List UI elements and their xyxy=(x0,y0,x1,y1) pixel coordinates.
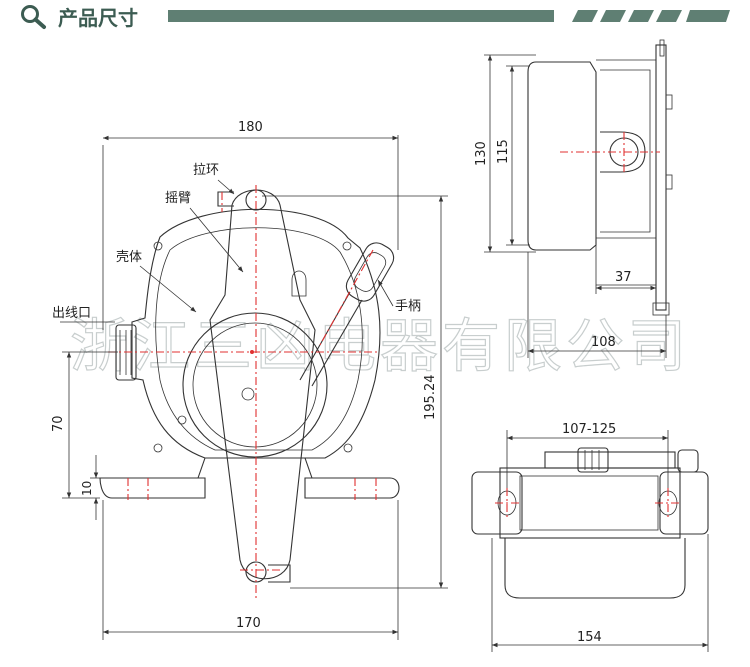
dim-side-depth: 108 xyxy=(591,335,616,350)
left-foot xyxy=(99,477,206,499)
search-icon xyxy=(21,5,46,29)
dim-side-height-inner: 115 xyxy=(496,139,511,164)
dim-height: 195.24 xyxy=(423,375,438,421)
main-disc xyxy=(182,312,328,458)
section-header: 产品尺寸 xyxy=(21,5,730,30)
header-bar-stripes xyxy=(572,10,730,22)
label-handle: 手柄 xyxy=(395,299,421,314)
pull-ring xyxy=(217,191,234,207)
dim-top-width-154: 154 xyxy=(577,630,602,645)
dim-side-height-outer: 130 xyxy=(474,141,489,166)
top-body xyxy=(499,467,681,539)
section-title: 产品尺寸 xyxy=(58,6,138,30)
dim-foot-height: 10 xyxy=(80,481,94,496)
dim-adjust-range: 107-125 xyxy=(562,422,616,437)
label-pull-ring: 拉环 xyxy=(193,163,219,178)
label-outlet: 出线口 xyxy=(52,306,91,321)
housing-outline xyxy=(131,208,381,459)
dim-outlet-height: 70 xyxy=(51,415,66,432)
front-view: 180 170 195.24 70 10 拉环 摇臂 壳体 出线口 手柄 xyxy=(51,120,448,640)
header-bar xyxy=(168,10,554,22)
right-foot xyxy=(304,477,400,499)
rocker-arm xyxy=(209,189,316,580)
side-housing xyxy=(527,61,597,251)
side-view: 130 115 37 108 xyxy=(474,39,673,358)
dim-top-width: 180 xyxy=(238,120,263,135)
dim-bottom-width: 170 xyxy=(236,616,261,631)
dim-side-offset: 37 xyxy=(615,270,632,285)
watermark: 浙江三凶电器有限公司 xyxy=(70,312,690,380)
label-housing: 壳体 xyxy=(116,250,142,265)
side-arm xyxy=(655,44,667,311)
top-view: 107-125 154 xyxy=(471,422,709,652)
label-rocker-arm: 摇臂 xyxy=(165,191,191,206)
